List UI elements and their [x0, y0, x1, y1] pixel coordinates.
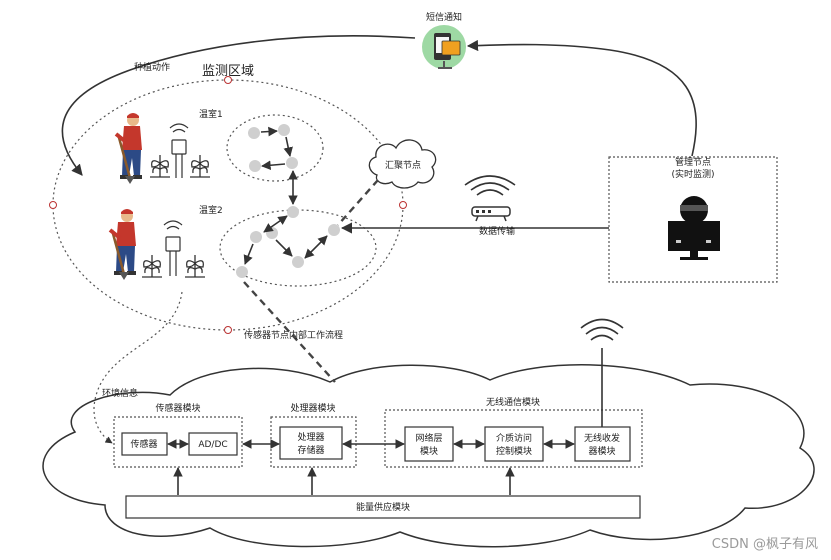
greenhouse2-label: 温室2 — [199, 204, 223, 216]
wireless-module-label: 无线通信模块 — [486, 396, 540, 408]
ellipse-handle-left — [49, 201, 57, 209]
ellipse-handle-bottom — [224, 326, 232, 334]
power-box — [125, 495, 641, 519]
wifi-icon — [464, 175, 516, 196]
network-box — [404, 426, 454, 462]
node-to-flow-dashed-link — [243, 281, 336, 383]
module-arrow-group — [167, 439, 575, 495]
plant-icon — [150, 155, 170, 178]
antenna-wifi-icon — [580, 318, 624, 341]
addc-box — [188, 432, 238, 456]
sensor-node-flow-label: 传感器节点内部工作流程 — [244, 329, 343, 341]
sensor-box — [121, 432, 168, 456]
sensor-node — [248, 127, 260, 139]
ellipse-handle-top — [224, 76, 232, 84]
node-link — [263, 215, 288, 233]
plant-icon — [190, 155, 210, 178]
env-info-label: 环境信息 — [102, 387, 138, 399]
mgmt-node-label: 管理节点 — [675, 156, 711, 168]
sensor-node — [287, 206, 299, 218]
node-link — [283, 136, 293, 157]
processor-module-label: 处理器模块 — [290, 402, 335, 414]
node-link — [261, 160, 286, 171]
node-link — [304, 235, 328, 259]
sensor-node — [278, 124, 290, 136]
planting-action-label: 种植动作 — [134, 61, 170, 73]
sink-node-cloud-icon — [368, 139, 437, 189]
env-info-arrow — [93, 291, 183, 444]
sensor-node-group — [236, 124, 340, 278]
addc-box-label: AD/DC — [198, 440, 227, 450]
node-link — [260, 126, 278, 137]
sensor-node — [250, 231, 262, 243]
plant-icon — [142, 255, 162, 278]
node-link — [275, 239, 293, 257]
router-icon — [471, 206, 511, 222]
phone-sms-icon — [422, 25, 466, 69]
farmer-icon-1 — [114, 113, 142, 184]
mac-box-label-1: 介质访问 — [496, 432, 532, 444]
realtime-monitor-label: (实时监测) — [671, 168, 714, 180]
processor-box — [279, 426, 343, 460]
network-box-label-2: 模块 — [420, 445, 438, 457]
sensor-node — [249, 160, 261, 172]
transceiver-box-label-2: 器模块 — [588, 445, 615, 457]
plant-icon-group-2 — [142, 255, 205, 278]
node-link-group — [243, 126, 328, 265]
sensor-module-label: 传感器模块 — [155, 402, 200, 414]
sensor-node — [292, 256, 304, 268]
sink-node-label: 汇聚节点 — [385, 160, 421, 171]
ellipse-handle-right — [399, 201, 407, 209]
mac-box — [484, 426, 544, 462]
processor-box-label-1: 处理器 — [297, 431, 324, 443]
monitor-area-ellipse — [52, 79, 404, 331]
sensor-device-icon-2 — [163, 220, 183, 276]
computer-icon — [668, 196, 720, 260]
notify-arrow — [466, 39, 697, 157]
sensor-device-icon-1 — [169, 123, 189, 178]
sms-notify-label: 短信通知 — [426, 11, 462, 23]
wireless-module-group — [384, 409, 643, 468]
sensor-box-label: 传感器 — [130, 438, 157, 450]
sensor-module-group — [113, 416, 243, 468]
sensor-node — [328, 224, 340, 236]
cluster-upper-ellipse — [226, 114, 324, 182]
sink-dashed-link — [337, 179, 379, 226]
processor-box-label-2: 存储器 — [297, 444, 324, 456]
node-link — [243, 243, 254, 265]
sensor-node — [286, 157, 298, 169]
monitor-area-label: 监测区域 — [202, 64, 254, 79]
network-box-label-1: 网络层 — [415, 432, 442, 444]
planting-action-arrow — [61, 35, 416, 176]
power-box-label: 能量供应模块 — [356, 501, 410, 513]
greenhouse1-label: 温室1 — [199, 108, 223, 120]
plant-icon — [185, 255, 205, 278]
data-transfer-label: 数据传输 — [479, 225, 515, 237]
transceiver-box-label-1: 无线收发 — [584, 432, 620, 444]
mac-box-label-2: 控制模块 — [496, 445, 532, 457]
sensor-node — [236, 266, 248, 278]
watermark: CSDN @枫子有风 — [712, 537, 818, 552]
plant-icon-group-1 — [150, 155, 210, 178]
farmer-icon-2 — [108, 209, 136, 280]
